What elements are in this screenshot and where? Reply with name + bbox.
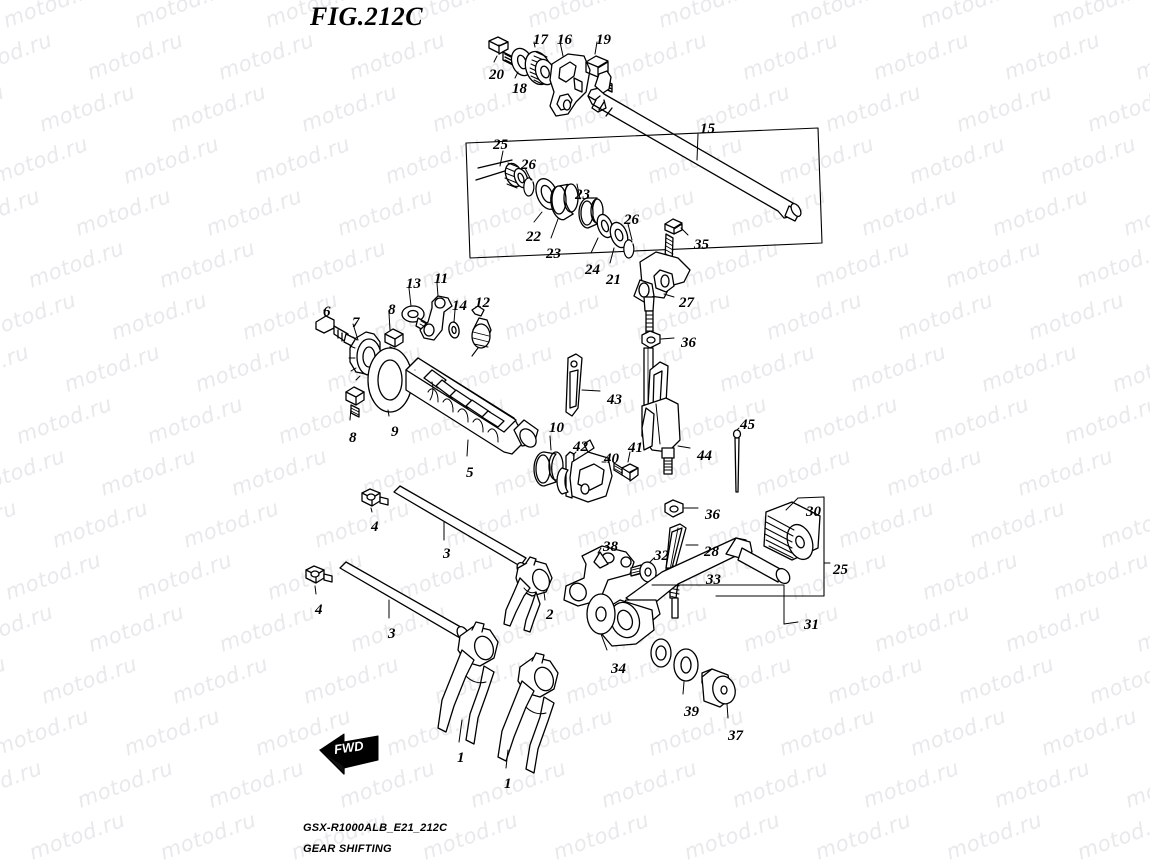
part-1-shift-fork-right (497, 652, 559, 774)
callout-number-15: 15 (700, 121, 715, 137)
part-10-bearing (533, 451, 564, 487)
part-45-pin (732, 429, 742, 493)
callout-number-36: 36 (681, 335, 696, 351)
footer-part-code: GSX-R1000ALB_E21_212C (303, 822, 448, 834)
part-34-washer (586, 593, 616, 635)
callout-number-11: 11 (434, 271, 449, 287)
part-4-screw-upper (361, 488, 389, 507)
callout-number-42: 42 (573, 439, 588, 455)
callout-number-25: 25 (493, 137, 508, 153)
callout-number-12: 12 (475, 295, 490, 311)
callout-number-44: 44 (697, 448, 712, 464)
callout-number-23: 23 (575, 187, 590, 203)
callout-number-27: 27 (679, 295, 694, 311)
callout-number-4: 4 (315, 602, 323, 618)
callout-number-19: 19 (596, 32, 611, 48)
callout-number-8: 8 (349, 430, 357, 446)
part-44-stopper-arm (641, 361, 681, 475)
callout-number-34: 34 (611, 661, 626, 677)
part-23-spacer-right (578, 197, 604, 229)
part-12-return-spring (471, 305, 492, 357)
part-5-gear-shift-cam (405, 357, 539, 455)
callout-number-17: 17 (533, 32, 548, 48)
callout-number-1: 1 (457, 750, 465, 766)
callout-number-10: 10 (549, 420, 564, 436)
callout-number-14: 14 (452, 298, 467, 314)
callout-number-3: 3 (443, 546, 451, 562)
part-30-footpeg-rubber (763, 501, 821, 561)
callout-number-25: 25 (833, 562, 848, 578)
part-24-bearing (596, 213, 614, 239)
callout-number-38: 38 (603, 539, 618, 555)
part-25-spring-pin (475, 159, 529, 189)
part-3-shaft-lower (339, 561, 470, 643)
bracket-25-bottom (715, 496, 825, 597)
part-43-pin (565, 353, 583, 417)
callout-number-39: 39 (684, 704, 699, 720)
part-40-guide (569, 439, 613, 503)
callout-number-26: 26 (521, 157, 536, 173)
part-21-washer (609, 221, 629, 249)
callout-number-21: 21 (606, 272, 621, 288)
part-38-bracket (563, 545, 635, 607)
fwd-direction-marker: FWD (318, 728, 380, 772)
fwd-arrow-icon (319, 733, 379, 775)
callout-number-32: 32 (654, 548, 669, 564)
callout-number-23: 23 (546, 246, 561, 262)
callout-number-8: 8 (388, 302, 396, 318)
callout-number-45: 45 (740, 417, 755, 433)
part-23-spacer-left (550, 183, 579, 221)
part-14-washer (448, 321, 460, 339)
part-16-stopper-plate (549, 53, 591, 117)
callout-number-30: 30 (806, 504, 821, 520)
part-41-screw (613, 462, 639, 482)
part-2-shift-fork (503, 556, 553, 633)
callout-number-26: 26 (624, 212, 639, 228)
callout-number-7: 7 (352, 315, 360, 331)
callout-number-28: 28 (704, 544, 719, 560)
part-26-circlip-lower (623, 239, 635, 259)
callout-number-4: 4 (371, 519, 379, 535)
part-39-washer (650, 638, 699, 682)
callout-number-40: 40 (604, 451, 619, 467)
callout-number-5: 5 (466, 465, 474, 481)
part-36-nut-upper (641, 330, 661, 349)
callout-number-9: 9 (391, 424, 399, 440)
part-27-shift-arm (633, 251, 691, 336)
part-36-nut-lower (664, 499, 684, 518)
part-15-shift-shaft (587, 70, 802, 222)
callout-number-33: 33 (706, 572, 721, 588)
callout-number-20: 20 (489, 67, 504, 83)
part-3-shaft-upper (393, 485, 530, 579)
callout-number-6: 6 (323, 304, 331, 320)
callout-number-22: 22 (526, 229, 541, 245)
callout-number-3: 3 (388, 626, 396, 642)
part-11-pawl-link (419, 295, 453, 341)
callout-number-2: 2 (546, 607, 554, 623)
footer-section-name: GEAR SHIFTING (303, 843, 392, 855)
callout-number-24: 24 (585, 262, 600, 278)
part-37-bolt (701, 668, 736, 708)
callout-number-35: 35 (694, 237, 709, 253)
part-4-screw-lower (305, 565, 333, 584)
page-title: FIG.212C (310, 2, 424, 31)
fwd-label: FWD (333, 738, 365, 757)
part-8-screw-lower (345, 386, 365, 418)
callout-number-13: 13 (406, 276, 421, 292)
callout-number-1: 1 (504, 776, 512, 792)
part-6-shaft-end (315, 315, 359, 349)
callout-number-41: 41 (628, 440, 643, 456)
part-26-circlip-upper (523, 177, 535, 197)
callout-number-36: 36 (705, 507, 720, 523)
callout-number-16: 16 (557, 32, 572, 48)
part-1-shift-fork-left (437, 621, 499, 745)
callout-number-43: 43 (607, 392, 622, 408)
callout-number-18: 18 (512, 81, 527, 97)
callout-number-37: 37 (728, 728, 743, 744)
bracket-25-top (465, 127, 823, 259)
callout-number-31: 31 (804, 617, 819, 633)
